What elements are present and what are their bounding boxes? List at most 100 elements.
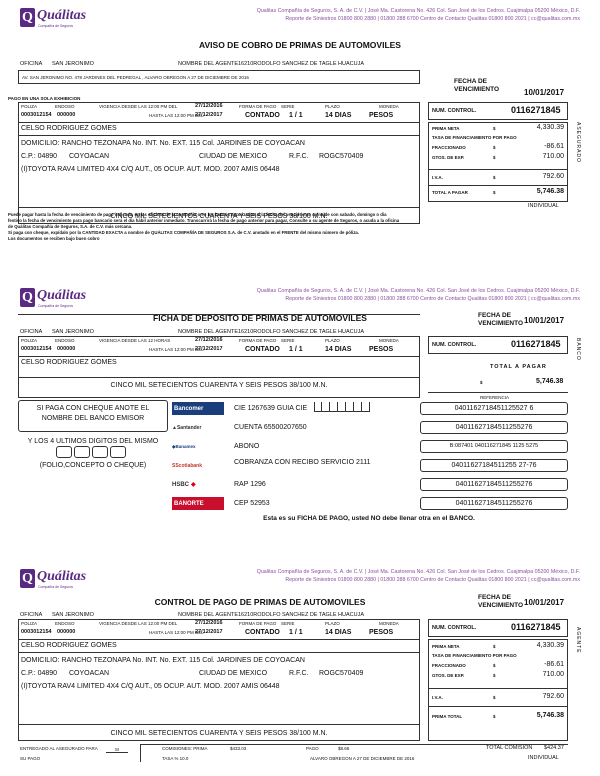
ficha-footer: Esta es su FICHA DE PAGO, usted NO debe …: [263, 515, 475, 522]
endoso-value: 000000: [57, 629, 76, 635]
oficina-label: OFICINA: [20, 612, 43, 618]
desde-value: 27/12/2016: [195, 103, 223, 109]
agente-label: NOMBRE DEL AGENTE: [178, 61, 239, 67]
note-line: festivo la fecha de vencimiento para pag…: [8, 218, 400, 223]
individual-label: INDIVIDUAL: [528, 203, 559, 209]
colonia: COYOACAN: [69, 670, 110, 677]
banco-vertical: BANCO: [575, 338, 581, 361]
qualitas-logo: Q Quálitas Compañía de Seguros: [20, 288, 88, 314]
hasta-value: 27/12/2017: [195, 629, 223, 635]
total-pagar-label: TOTAL A PAGAR: [490, 364, 547, 370]
monto-letra: CINCO MIL SETECIENTOS CUARENTA Y SEIS PE…: [110, 213, 328, 220]
bank-reference: 0401162718451125527 6: [420, 402, 568, 415]
prima-neta-label: PRIMA NETA: [432, 644, 460, 649]
si-checkbox[interactable]: SI: [106, 747, 128, 753]
cliente-name: CELSO RODRIGUEZ GOMES: [21, 125, 117, 132]
digit-box[interactable]: [110, 446, 126, 458]
cie-digit[interactable]: [314, 402, 322, 412]
su-pago-label: SU PAGO: [20, 756, 41, 761]
fecha-venc-label: FECHA DE VENCIMIENTO: [478, 312, 524, 327]
num-control-label: NUM. CONTROL.: [432, 108, 477, 114]
hsbc-logo: HSBC◆: [172, 481, 196, 489]
bank-name: Scotiabank: [175, 462, 203, 469]
scotiabank-logo: S Scotiabank: [172, 462, 203, 469]
asegurado-vertical: ASEGURADO: [575, 122, 581, 163]
bank-reference: 04011627184511255276: [420, 421, 568, 434]
cie-digit[interactable]: [338, 402, 346, 412]
fecha-venc-label: FECHA DE VENCIMIENTO: [454, 78, 500, 93]
control-box: NUM. CONTROL. 0116271845: [428, 619, 568, 637]
individual-label: INDIVIDUAL: [528, 755, 559, 761]
agente-label: NOMBRE DEL AGENTE: [178, 612, 239, 618]
currency: $: [493, 190, 496, 195]
domicilio: DOMICILIO: RANCHO TEZONAPA No. INT. No. …: [21, 140, 305, 147]
tasa-label: TASA DE FINANCIAMIENTO POR PAGO: [432, 653, 517, 658]
aviso-section: Q Quálitas Compañía de Seguros Qualitas …: [0, 0, 600, 252]
cie-digit[interactable]: [354, 402, 362, 412]
poliza-label: POLIZA: [21, 621, 38, 626]
endoso-label: ENDOSO: [55, 338, 75, 343]
forma-label: FORMA DE PAGO: [239, 104, 277, 109]
poliza-value: 0003012154: [21, 346, 52, 352]
bank-detail: ABONO: [234, 443, 260, 450]
hasta-label: HASTA LAS 12:00 PM DEL: [149, 630, 204, 635]
total-value: 5,746.38: [536, 378, 564, 385]
currency: $: [493, 126, 496, 131]
note-line: de Quálitas Compañía de Seguros, S.A. de…: [8, 224, 133, 229]
currency: $: [493, 644, 496, 649]
currency: $: [493, 175, 496, 180]
total-comision-value: $424.37: [544, 745, 564, 751]
bank-detail: COBRANZA CON RECIBO SERVICIO 2111: [234, 459, 371, 466]
rfc-label: R.F.C.: [289, 153, 309, 160]
total-value: 5,746.38: [536, 712, 564, 719]
serie-value: 1 / 1: [289, 629, 303, 636]
total-label: TOTAL A PAGAR: [432, 190, 468, 195]
plazo-value: 14 DIAS: [325, 112, 352, 119]
bank-name: HSBC: [172, 481, 190, 488]
oficina-value: SAN JERONIMO: [52, 61, 94, 67]
iva-value: 792.60: [542, 173, 564, 180]
digit-box[interactable]: [92, 446, 108, 458]
pago-unica: PAGO EN UNA SOLA EXHIBICION: [8, 96, 81, 101]
hasta-label: HASTA LAS 12:00 PM DEL: [149, 347, 204, 352]
cp: C.P.: 04890: [21, 670, 58, 677]
num-control-label: NUM. CONTROL.: [432, 342, 477, 348]
total-comision-label: TOTAL COMISION: [486, 745, 533, 751]
digit-boxes: [56, 446, 126, 458]
cie-digit[interactable]: [362, 402, 370, 412]
digit-box[interactable]: [74, 446, 90, 458]
comision-prima: $433.03: [230, 746, 247, 751]
desde-value: 27/12/2016: [195, 620, 223, 626]
ciudad: CIUDAD DE MEXICO: [199, 153, 268, 160]
agente-vertical: AGENTE: [575, 627, 581, 654]
header-line1: Qualitas Compañía de Seguros, S. A. de C…: [256, 569, 580, 575]
agente-value: 16210RODOLFO SANCHEZ DE TAGLE HUACUJA: [238, 61, 365, 67]
cheque-text: SI PAGA CON CHEQUE ANOTE EL: [36, 405, 150, 412]
currency: $: [480, 380, 483, 385]
bank-detail: CEP 52953: [234, 500, 270, 507]
cie-digit[interactable]: [322, 402, 330, 412]
currency: $: [493, 695, 496, 700]
logo-name: Quálitas: [37, 569, 87, 584]
serie-label: SERIE: [281, 104, 295, 109]
cie-digit[interactable]: [346, 402, 354, 412]
header-line2: Reporte de Siniestros 01800 800 2880 | 0…: [285, 296, 580, 302]
logo-sub: Compañía de Seguros: [38, 304, 74, 308]
monto-letra: CINCO MIL SETECIENTOS CUARENTA Y SEIS PE…: [110, 382, 328, 389]
digitos-label: Y LOS 4 ULTIMOS DIGITOS DEL MISMO: [27, 438, 159, 445]
currency: $: [493, 673, 496, 678]
address-box: AV. SAN JERONIMO NO. 478 JARDINES DEL PE…: [18, 70, 420, 84]
folio-area: [18, 458, 168, 512]
control-box: NUM. CONTROL. 0116271845: [428, 336, 568, 354]
vigencia-label: VIGENCIA DESDE LAS 12:00 PM DEL: [99, 621, 178, 626]
note-line: Puede pagar hasta la fecha de vencimient…: [8, 212, 387, 217]
endoso-label: ENDOSO: [55, 104, 75, 109]
serie-label: SERIE: [281, 338, 295, 343]
control-policy-box: POLIZA ENDOSO VIGENCIA DESDE LAS 12:00 P…: [18, 619, 420, 741]
cie-digit[interactable]: [330, 402, 338, 412]
digit-box[interactable]: [56, 446, 72, 458]
banorte-logo: BANORTE: [172, 497, 224, 510]
control-title: CONTROL DE PAGO DE PRIMAS DE AUTOMOVILES: [154, 597, 366, 607]
cheque-box[interactable]: SI PAGA CON CHEQUE ANOTE EL NOMBRE DEL B…: [18, 400, 168, 432]
moneda-label: MONEDA: [379, 104, 399, 109]
